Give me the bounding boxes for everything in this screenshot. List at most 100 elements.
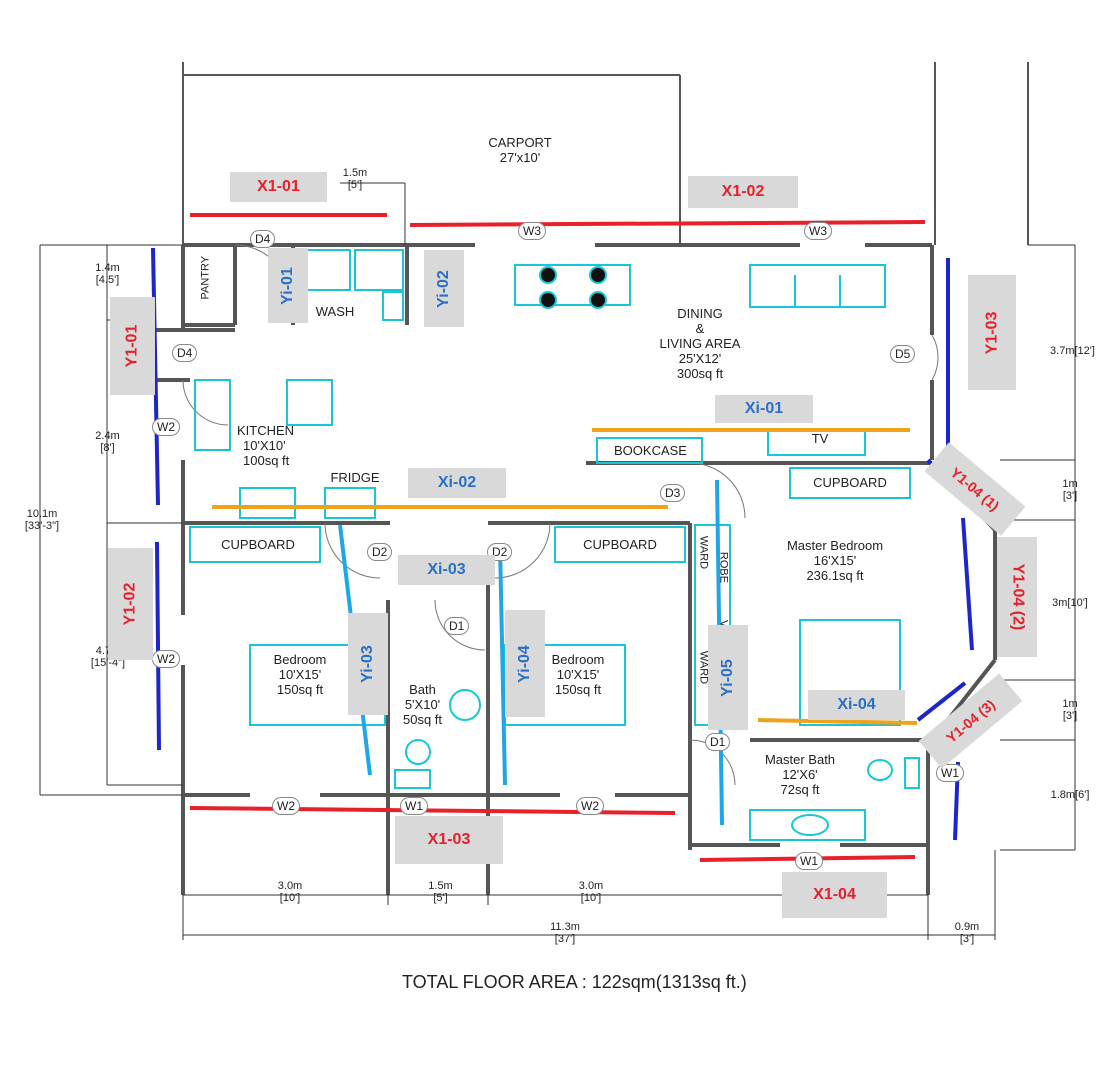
tag-x1-02: X1-02	[688, 176, 798, 208]
dim-imperial: [3']	[959, 933, 975, 945]
bookcase-label: BOOKCASE	[614, 443, 687, 458]
tag-text: Y1-02	[121, 582, 139, 626]
dimension-lines	[39, 182, 1076, 940]
room-size: 12'X6'	[782, 767, 818, 782]
room-name: DINING	[677, 306, 723, 321]
dimension-bottom-3a: 3.0m [10']	[265, 880, 315, 904]
door-code: D1	[444, 617, 470, 635]
room-area: 300sq ft	[676, 366, 724, 381]
tag-xi-02: Xi-02	[408, 468, 506, 498]
room-size: 10'X15'	[278, 667, 322, 682]
tag-yi-05: Yi-05	[708, 625, 748, 730]
cupboard-kitchen-label: CUPBOARD	[221, 537, 295, 552]
room-area: 50sq ft	[402, 712, 443, 727]
window-code: W1	[400, 797, 428, 815]
room-amp: &	[695, 321, 705, 336]
dimension-right-3-7: 3.7m[12']	[1050, 345, 1095, 357]
tag-y1-02: Y1-02	[108, 548, 153, 660]
dim-imperial: [10']	[279, 892, 301, 904]
cupboard-bed-label: CUPBOARD	[583, 537, 657, 552]
carport-outline	[182, 62, 1029, 245]
room-size: 16'X15'	[813, 553, 857, 568]
room-size: 10'X10'	[243, 438, 286, 453]
room-size: 27'x10'	[499, 150, 541, 165]
door-code: D4	[250, 230, 276, 248]
tag-y1-04-2: Y1-04 (2)	[997, 537, 1037, 657]
room-name: KITCHEN	[237, 423, 295, 438]
tag-xi-03: Xi-03	[398, 555, 495, 585]
tag-yi-03: Yi-03	[348, 613, 388, 715]
tag-y1-01: Y1-01	[110, 297, 155, 395]
door-code: D4	[172, 344, 198, 362]
room-name: CARPORT	[488, 135, 552, 150]
dim-metric: 2.4m	[95, 430, 120, 442]
dimension-left-1-4: 1.4m [4.5']	[85, 262, 130, 286]
dim-metric: 1.5m	[428, 880, 453, 892]
dimension-bottom-total: 11.3m [37']	[540, 921, 590, 945]
dimension-bottom-0-9: 0.9m [3']	[942, 921, 992, 945]
room-area: 236.1sq ft	[806, 568, 864, 583]
pantry-label: PANTRY	[199, 255, 212, 300]
window-code: W1	[936, 764, 964, 782]
master-bath-label: Master Bath 12'X6' 72sq ft	[755, 752, 845, 797]
fixtures	[189, 249, 920, 841]
dimension-right-3: 3m[10']	[1052, 597, 1088, 609]
robe-label: ROBE	[717, 551, 730, 584]
dimension-right-1-8: 1.8m[6']	[1050, 789, 1090, 801]
tag-text: Y1-01	[123, 324, 141, 368]
tag-yi-04: Yi-04	[505, 610, 545, 717]
room-size: 25'X12'	[678, 351, 722, 366]
room-area: 150sq ft	[276, 682, 324, 697]
cupboard-master-label: CUPBOARD	[813, 475, 887, 490]
room-name: Bedroom	[273, 652, 327, 667]
dim-metric: 1.4m	[95, 262, 120, 274]
room-name: Master Bedroom	[786, 538, 884, 553]
bedroom-left-label: Bedroom 10'X15' 150sq ft	[250, 652, 350, 697]
dim-metric: 1m	[1062, 698, 1078, 710]
dimension-top-1-5: 1.5m [5']	[335, 167, 375, 191]
window-code: W2	[272, 797, 300, 815]
dimension-bottom-1-5: 1.5m [5']	[418, 880, 463, 904]
walls	[155, 243, 934, 895]
dim-metric: 10.1m	[26, 508, 58, 520]
tag-x1-04: X1-04	[782, 872, 887, 918]
dim-imperial: [8']	[100, 442, 115, 454]
tag-text: Yi-01	[279, 266, 296, 305]
door-code: D3	[660, 484, 686, 502]
window-code: W3	[518, 222, 546, 240]
dim-metric: 3.0m	[578, 880, 604, 892]
tag-x1-03: X1-03	[395, 816, 503, 864]
tag-text: Yi-05	[719, 658, 736, 697]
tag-text: Y1-03	[982, 311, 1000, 354]
tag-xi-04: Xi-04	[808, 690, 905, 720]
bedroom-right-label: Bedroom 10'X15' 150sq ft	[528, 652, 628, 697]
door-code: D1	[705, 733, 731, 751]
window-code: W1	[795, 852, 823, 870]
dim-metric: 0.9m	[954, 921, 980, 933]
tag-yi-01: Yi-01	[268, 248, 308, 323]
tv-label: TV	[811, 431, 829, 446]
door-code: D5	[890, 345, 916, 363]
window-code: W2	[152, 418, 180, 436]
dim-metric: 11.3m	[550, 921, 580, 933]
tag-text: Yi-02	[435, 269, 452, 308]
ward-label: WARD	[697, 535, 710, 570]
window-code: W2	[576, 797, 604, 815]
dim-imperial: [33'-3"]	[24, 520, 60, 532]
dimension-left-2-4: 2.4m [8']	[85, 430, 130, 454]
dim-imperial: [15'-4"]	[90, 657, 126, 669]
room-size: 10'X15'	[556, 667, 600, 682]
dim-metric: 3.0m	[277, 880, 303, 892]
room-size: 5'X10'	[404, 697, 441, 712]
door-code: D2	[367, 543, 393, 561]
master-bedroom-label: Master Bedroom 16'X15' 236.1sq ft	[770, 538, 900, 583]
room-name: Bath	[409, 682, 436, 697]
dim-imperial: [10']	[580, 892, 602, 904]
window-code: W2	[152, 650, 180, 668]
window-code: W3	[804, 222, 832, 240]
orange-lines	[212, 428, 918, 725]
dim-imperial: [5']	[433, 892, 448, 904]
dimension-bottom-3b: 3.0m [10']	[566, 880, 616, 904]
dim-imperial: [37']	[554, 933, 576, 945]
dim-metric: 1.5m	[342, 167, 368, 179]
